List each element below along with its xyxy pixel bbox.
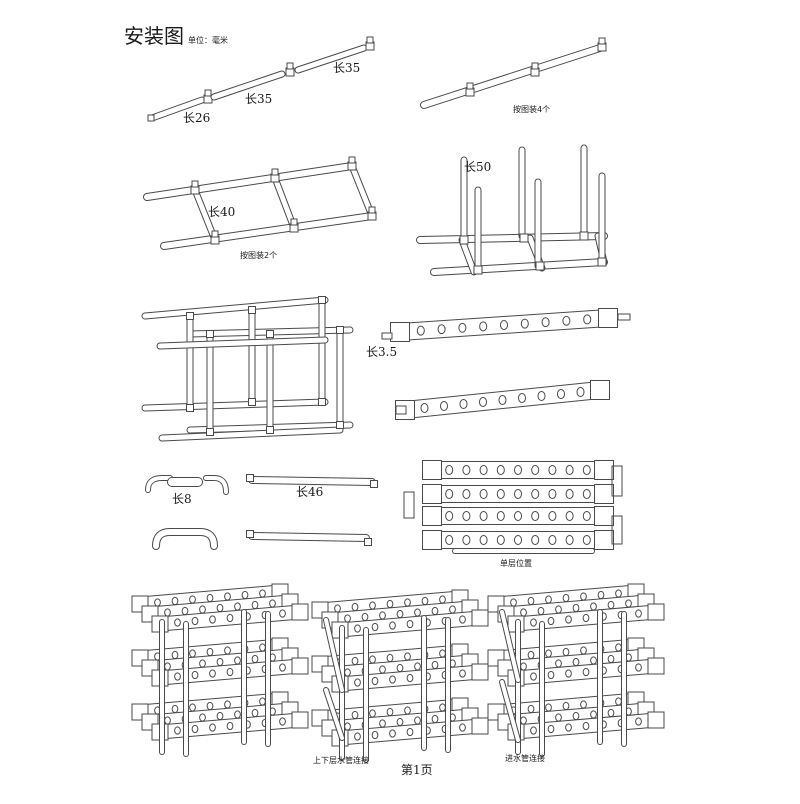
post-frame	[416, 144, 608, 276]
three-tier-rack-right	[487, 583, 665, 757]
grow-tube-assembled	[395, 380, 610, 420]
three-tier-rack-middle	[311, 589, 489, 763]
dim-label-26: 长26	[183, 111, 211, 125]
dim-label-8: 长8	[172, 492, 192, 506]
three-tier-rack-left	[131, 583, 309, 757]
exploded-pipe-assembly	[147, 36, 375, 122]
single-layer-tubes	[403, 460, 623, 554]
caption-layer-connection: 上下层水管连接	[313, 756, 369, 765]
dim-label-35-a: 长35	[245, 92, 273, 106]
caption-inlet-connection: 进水管连接	[505, 754, 545, 763]
grow-tube-exploded	[381, 308, 631, 342]
ladder-frame	[143, 156, 377, 250]
page-number: 第1页	[401, 763, 433, 777]
page-title: 安装图	[124, 24, 184, 48]
dim-label-46: 长46	[296, 485, 324, 499]
caption-install-4: 按图装4个	[513, 105, 551, 114]
dim-label-40: 长40	[208, 205, 236, 219]
caption-single-layer: 单层位置	[500, 559, 532, 568]
assembled-pipe-assembly	[420, 37, 607, 109]
layer-connection-pipes	[323, 609, 521, 743]
caption-install-2: 按图装2个	[240, 251, 278, 260]
dim-label-35-b: 长35	[333, 61, 361, 75]
elbow-pieces	[145, 474, 378, 550]
dim-label-3-5: 长3.5	[366, 345, 398, 359]
cube-frame	[141, 296, 354, 442]
dim-label-50: 长50	[464, 160, 492, 174]
unit-note: 单位：毫米	[188, 36, 228, 45]
